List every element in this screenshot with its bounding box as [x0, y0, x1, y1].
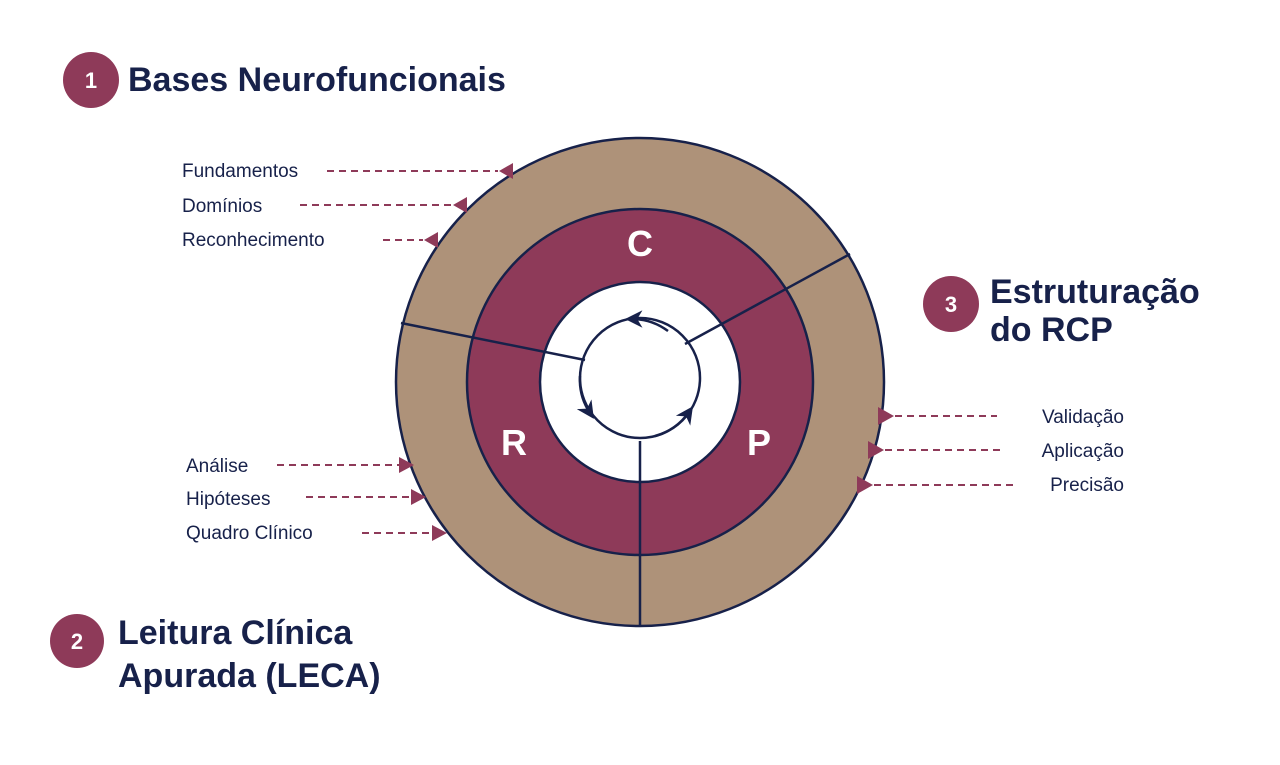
arrowhead-fundamentos-icon: [499, 163, 513, 179]
arrowhead-reconhecimento-icon: [424, 232, 438, 248]
section-1-title: Bases Neurofuncionais: [128, 61, 506, 99]
label-reconhecimento-text: Reconhecimento: [182, 230, 325, 251]
arrowhead-validacao-icon: [878, 407, 894, 425]
label-reconhecimento: Reconhecimento: [182, 230, 438, 251]
label-fundamentos-text: Fundamentos: [182, 161, 298, 182]
arrowhead-hipoteses-icon: [411, 489, 426, 505]
label-aplicacao-text: Aplicação: [1042, 441, 1124, 462]
arrowhead-quadro-clinico-icon: [432, 525, 447, 541]
section-1-heading: 1 Bases Neurofuncionais: [63, 52, 506, 108]
label-dominios: Domínios: [182, 196, 467, 217]
section-3-title-line-1: Estruturação: [990, 273, 1200, 311]
label-precisao: Precisão: [857, 475, 1124, 496]
section-3-heading: 3 Estruturação do RCP: [923, 273, 1200, 349]
cycle-arrow-left-icon: [576, 375, 594, 419]
arrowhead-aplicacao-icon: [868, 441, 884, 459]
section-2-title-line-1: Leitura Clínica: [118, 614, 353, 652]
arrowhead-dominios-icon: [453, 197, 467, 213]
label-analise-text: Análise: [186, 456, 248, 477]
label-hipoteses: Hipóteses: [186, 489, 426, 510]
divider-c-r: [400, 321, 586, 362]
label-aplicacao: Aplicação: [868, 441, 1124, 462]
section-3-number: 3: [945, 292, 957, 317]
label-analise: Análise: [186, 456, 414, 477]
section-1-badge: [63, 52, 119, 108]
section-3-title-line-2: do RCP: [990, 311, 1113, 349]
ring-letter-c: C: [627, 223, 653, 264]
label-quadro-clinico: Quadro Clínico: [186, 523, 447, 544]
label-validacao-text: Validação: [1042, 407, 1124, 428]
section-2-title-line-2: Apurada (LECA): [118, 657, 381, 695]
arrowhead-precisao-icon: [857, 476, 873, 494]
section-2-heading: 2 Leitura Clínica Apurada (LECA): [50, 614, 381, 695]
label-precisao-text: Precisão: [1050, 475, 1124, 496]
section-2-badge: [50, 614, 104, 668]
section-3-badge: [923, 276, 979, 332]
cycle-arrow-right-icon: [654, 406, 693, 438]
label-validacao: Validação: [878, 407, 1124, 428]
ring-letter-r: R: [501, 422, 527, 463]
divider-c-p: [684, 252, 851, 346]
label-quadro-clinico-text: Quadro Clínico: [186, 523, 313, 544]
ring-letter-p: P: [747, 422, 771, 463]
label-hipoteses-text: Hipóteses: [186, 489, 271, 510]
section-1-number: 1: [85, 68, 97, 93]
arrowhead-analise-icon: [399, 457, 414, 473]
label-dominios-text: Domínios: [182, 196, 262, 217]
cycle-arrow-top-icon: [625, 310, 669, 333]
section-2-number: 2: [71, 629, 83, 654]
label-fundamentos: Fundamentos: [182, 161, 513, 182]
